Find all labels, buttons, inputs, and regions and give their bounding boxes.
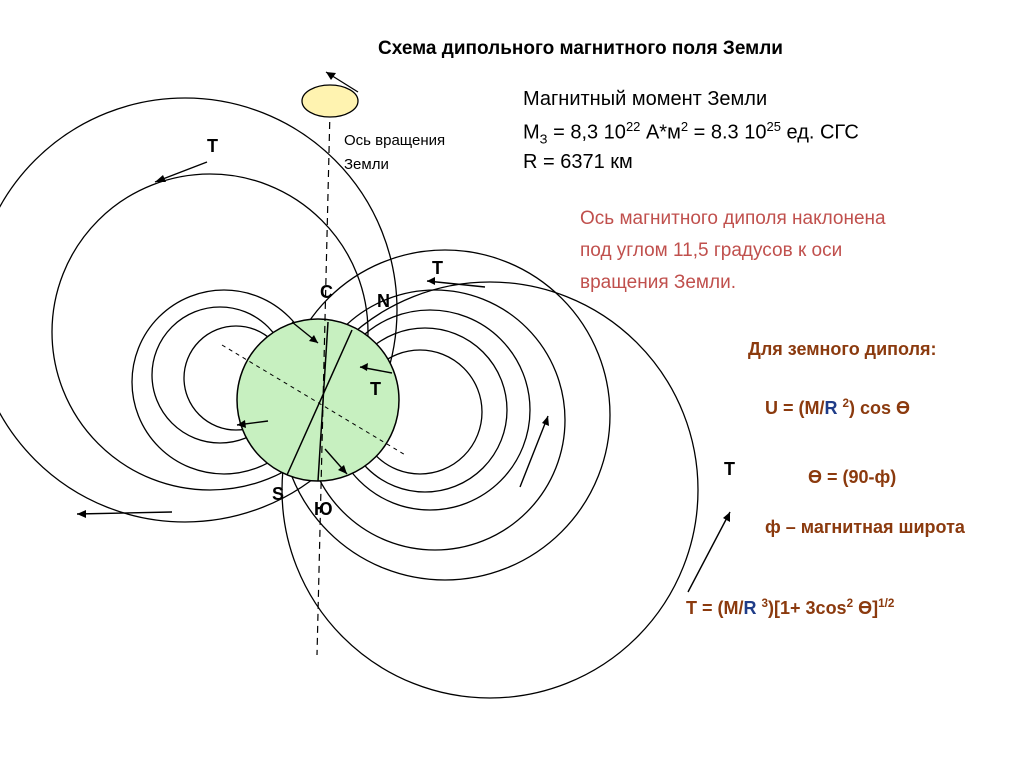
arrowhead-right-top	[427, 277, 435, 285]
label-yu-south: Ю	[314, 499, 333, 519]
arrowhead-top-left	[155, 175, 166, 182]
label-c-north: С	[320, 282, 333, 302]
tilt-note-line-3: вращения Земли.	[580, 272, 736, 293]
field-arrow-bottom-left	[76, 511, 173, 515]
arrowhead-inner-c	[309, 335, 318, 343]
label-t-inner: T	[370, 379, 381, 399]
rotation-axis-label-1: Ось вращения	[344, 132, 446, 149]
label-t-right-top: T	[432, 258, 443, 278]
earth-globe	[236, 318, 400, 482]
earth-axis-line-2	[286, 329, 353, 476]
field-arrow-right-bottom	[687, 511, 731, 593]
label-t-top-left: T	[207, 136, 218, 156]
label-t-right-bottom: T	[724, 459, 735, 479]
arrowhead-bottom-left	[77, 510, 86, 518]
formula-theta: ϴ = (90-ф)	[808, 467, 897, 487]
rotation-axis	[316, 109, 331, 656]
arrowhead-inner-t	[360, 363, 368, 371]
formula-phi: ф – магнитная широта	[765, 517, 965, 537]
arrowhead-bottom-inner	[338, 465, 347, 474]
field-line-left-5	[0, 97, 398, 523]
arrowhead-left-mid	[237, 420, 246, 428]
arrowhead-right-bottom	[723, 512, 730, 522]
formula-t: T = (M/R 3)[1+ 3cos2 ϴ]1/2	[686, 597, 895, 618]
moment-value: MЗ = 8,3 1022 А*м2 = 8.3 1025 ед. СГС	[523, 119, 859, 147]
field-arrow-right-mid	[519, 415, 549, 488]
earth-radius: R = 6371 км	[523, 151, 633, 173]
field-line-right-6	[281, 281, 699, 699]
rotation-arrow-head	[326, 72, 336, 80]
magnetic-dipole-axis	[221, 344, 408, 457]
tilt-note-line-1: Ось магнитного диполя наклонена	[580, 208, 886, 229]
dipole-heading: Для земного диполя:	[748, 339, 937, 359]
rotation-axis-label-2: Земли	[344, 156, 389, 173]
label-s: S	[272, 484, 285, 504]
field-arrow-right-top	[426, 280, 486, 288]
label-n: N	[377, 291, 390, 311]
tilt-note-line-2: под углом 11,5 градусов к оси	[580, 240, 843, 261]
pole-ellipse	[301, 84, 359, 118]
arrowhead-right-mid	[542, 416, 549, 426]
page-title: Схема дипольного магнитного поля Земли	[378, 38, 783, 59]
moment-heading: Магнитный момент Земли	[523, 88, 768, 110]
formula-u: U = (M/R 2) cos ϴ	[765, 397, 911, 418]
